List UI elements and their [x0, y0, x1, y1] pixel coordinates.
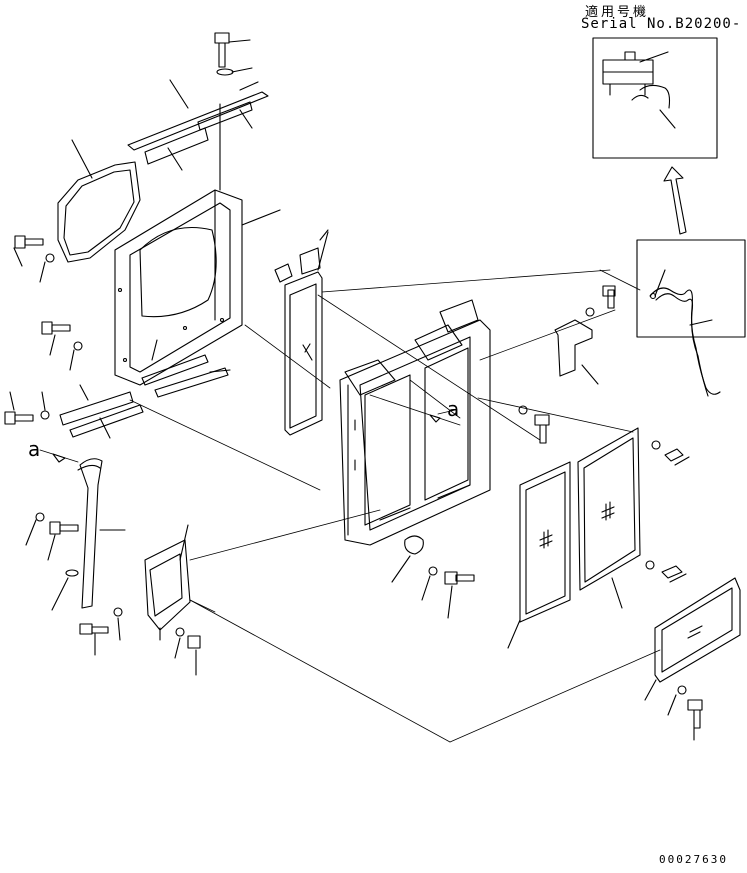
lower-bracket-set: [59, 339, 231, 439]
radiator-base-fasteners: [391, 535, 475, 619]
serial-number-label: Serial No.B20200-: [581, 16, 742, 32]
view-a-arrows: [52, 414, 441, 463]
view-a-label-left: a: [28, 437, 41, 461]
right-bracket: [554, 319, 599, 385]
drain-pipe: [51, 458, 126, 611]
detail-inset-box: [592, 37, 718, 159]
lower-mount-bracket: [144, 524, 191, 641]
lower-left-fasteners: [25, 512, 201, 676]
cooler-cover: [644, 577, 741, 701]
detail-arrow: [663, 166, 687, 235]
drawing-part-number: 00027630: [659, 853, 728, 866]
fan-shroud: [114, 189, 281, 386]
applicable-serial-heading: 適用号機: [585, 5, 650, 20]
hose-detail-box: [636, 239, 746, 397]
screen-panels: [507, 427, 641, 649]
oil-cooler: [274, 229, 329, 436]
radiator-assembly: [339, 299, 491, 546]
fan-ring: [57, 139, 141, 263]
top-bolt: [214, 32, 253, 76]
view-a-label-right: a: [447, 397, 460, 421]
right-fasteners: [518, 285, 703, 741]
assembly-lines: [39, 269, 661, 743]
left-bolt-set: [4, 235, 83, 425]
top-bracket-set: [127, 79, 269, 191]
